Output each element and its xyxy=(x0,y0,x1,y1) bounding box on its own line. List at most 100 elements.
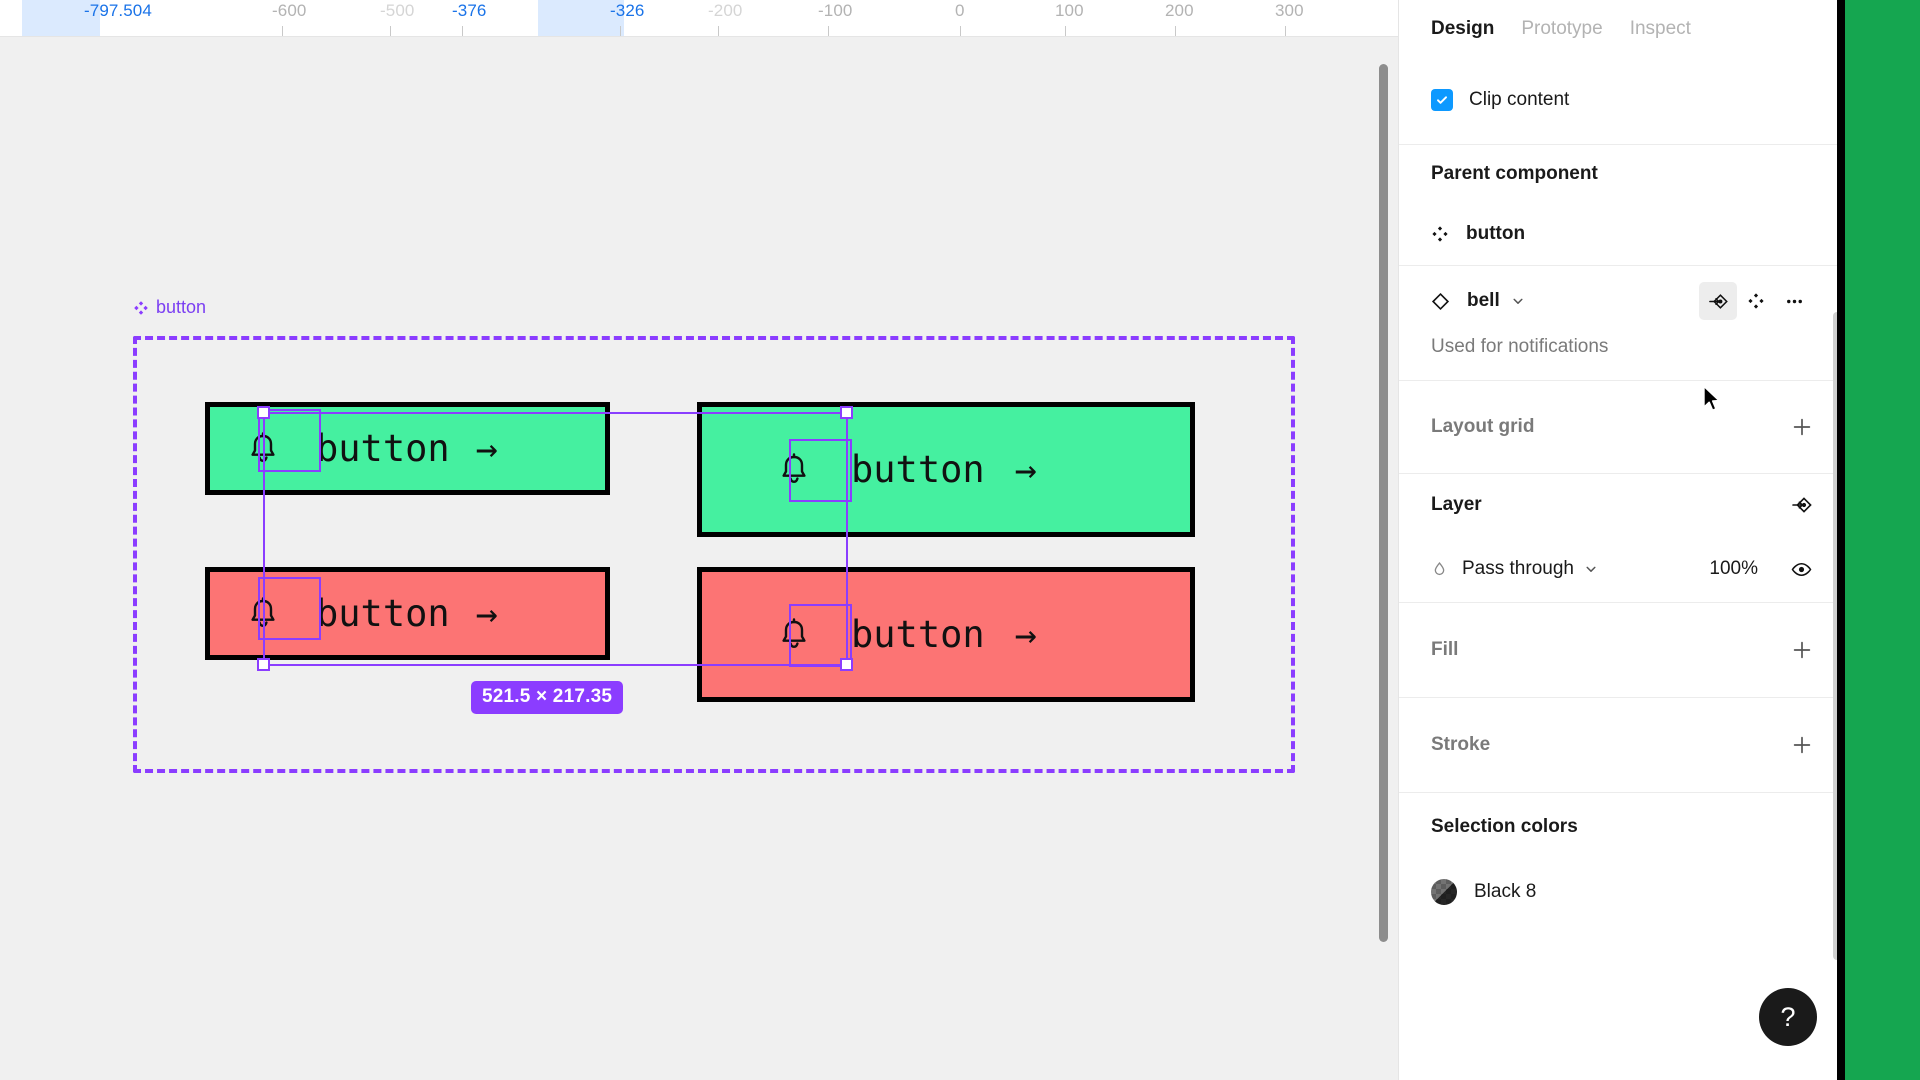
layer-blend-row[interactable]: Pass through 100% xyxy=(1431,536,1813,602)
layer-title: Layer xyxy=(1431,494,1482,515)
parent-component-title: Parent component xyxy=(1431,163,1598,184)
help-button[interactable]: ? xyxy=(1759,988,1817,1046)
layer-opacity-value[interactable]: 100% xyxy=(1709,558,1758,579)
ruler-tick-mark xyxy=(1285,26,1286,36)
ruler-tick-label: 0 xyxy=(955,1,965,20)
layer-title-row: Layer xyxy=(1431,474,1813,536)
ruler-highlight-band xyxy=(22,0,100,36)
panel-tab-bar: Design Prototype Inspect xyxy=(1399,0,1845,56)
window-gutter xyxy=(1837,0,1845,1080)
layout-grid-section: Layout grid xyxy=(1399,381,1845,474)
clip-content-checkbox[interactable] xyxy=(1431,89,1453,111)
component-diamond-icon[interactable] xyxy=(1737,282,1775,320)
ruler-tick-label: -100 xyxy=(818,1,853,20)
clip-content-label: Clip content xyxy=(1469,89,1570,110)
button-label: button xyxy=(316,592,450,635)
background-green-strip xyxy=(1845,0,1920,1080)
arrow-right-icon: → xyxy=(475,592,498,635)
ruler-tick-label: 300 xyxy=(1275,1,1304,20)
layout-grid-title: Layout grid xyxy=(1431,416,1535,437)
blend-mode-icon xyxy=(1431,561,1448,578)
ruler-tick-label: -500 xyxy=(380,1,415,20)
instance-name: bell xyxy=(1467,290,1500,311)
add-fill-button[interactable] xyxy=(1791,639,1813,661)
chevron-down-icon[interactable] xyxy=(1584,562,1598,576)
eye-icon[interactable] xyxy=(1790,558,1813,581)
ruler-tick-mark xyxy=(462,26,463,36)
button-label: button xyxy=(851,448,985,491)
parent-component-title-row: Parent component xyxy=(1431,145,1813,203)
instance-section: bell xyxy=(1399,266,1845,381)
button-instance-green-large[interactable]: button → xyxy=(697,402,1195,537)
bell-icon xyxy=(232,583,294,645)
tab-inspect[interactable]: Inspect xyxy=(1629,17,1691,39)
component-frame-outline[interactable] xyxy=(133,336,1295,773)
ruler-tick-label: 200 xyxy=(1165,1,1194,20)
stroke-section: Stroke xyxy=(1399,698,1845,793)
clip-content-row[interactable]: Clip content xyxy=(1431,56,1813,144)
component-diamond-icon xyxy=(1431,225,1449,243)
selection-color-item[interactable]: Black 8 xyxy=(1431,861,1813,923)
selection-colors-title-row: Selection colors xyxy=(1431,793,1813,861)
stroke-row: Stroke xyxy=(1431,698,1813,792)
button-label-group: button → xyxy=(851,448,1037,491)
swap-instance-icon[interactable] xyxy=(1699,282,1737,320)
ruler-tick-label: 100 xyxy=(1055,1,1084,20)
stroke-title: Stroke xyxy=(1431,734,1491,755)
button-label: button xyxy=(851,613,985,656)
ruler-tick-mark xyxy=(1175,26,1176,36)
selection-dimensions-badge: 521.5 × 217.35 xyxy=(471,681,624,714)
arrow-right-icon: → xyxy=(1014,448,1037,491)
parent-component-name: button xyxy=(1466,223,1526,244)
ruler-tick-mark xyxy=(282,26,283,36)
more-options-icon[interactable] xyxy=(1775,282,1813,320)
button-label-group: button → xyxy=(316,592,498,635)
frame-label-text: button xyxy=(156,297,207,317)
bell-icon xyxy=(763,604,825,666)
fill-title: Fill xyxy=(1431,639,1459,660)
ruler-tick-mark xyxy=(1065,26,1066,36)
button-label-group: button → xyxy=(316,427,498,470)
ruler-tick-label: -326 xyxy=(610,1,645,20)
ruler-tick-label: -376 xyxy=(452,1,487,20)
layout-grid-row: Layout grid xyxy=(1431,381,1813,473)
button-label-group: button → xyxy=(851,613,1037,656)
instance-row[interactable]: bell xyxy=(1431,266,1813,336)
button-instance-green-small[interactable]: button → xyxy=(205,402,610,495)
layer-section: Layer Pass through xyxy=(1399,474,1845,603)
tab-prototype[interactable]: Prototype xyxy=(1521,17,1603,39)
ruler-tick-label: -600 xyxy=(272,1,307,20)
chevron-down-icon[interactable] xyxy=(1511,294,1525,308)
parent-component-row[interactable]: button xyxy=(1431,203,1813,265)
ruler-tick-mark xyxy=(620,26,621,36)
bell-icon xyxy=(232,418,294,480)
instance-diamond-icon xyxy=(1431,292,1450,311)
canvas-vertical-scrollbar[interactable] xyxy=(1379,64,1388,942)
ruler-tick-mark xyxy=(718,26,719,36)
clip-content-section: Clip content xyxy=(1399,56,1845,145)
button-instance-red-small[interactable]: button → xyxy=(205,567,610,660)
canvas-viewport[interactable]: button button → xyxy=(0,37,1398,1080)
add-layout-grid-button[interactable] xyxy=(1791,416,1813,438)
parent-component-section: Parent component button xyxy=(1399,145,1845,266)
arrow-right-icon: → xyxy=(475,427,498,470)
color-swatch[interactable] xyxy=(1431,879,1457,905)
add-stroke-button[interactable] xyxy=(1791,734,1813,756)
frame-label[interactable]: button xyxy=(133,297,206,318)
ruler-tick-mark xyxy=(828,26,829,36)
tab-design[interactable]: Design xyxy=(1431,17,1495,39)
ruler-tick-mark xyxy=(390,26,391,36)
button-label: button xyxy=(316,427,450,470)
button-instance-red-large[interactable]: button → xyxy=(697,567,1195,702)
fill-row: Fill xyxy=(1431,603,1813,697)
ruler-tick-label: -797.504 xyxy=(84,1,152,20)
design-panel: Design Prototype Inspect Clip content Pa… xyxy=(1398,0,1845,1080)
selection-colors-title: Selection colors xyxy=(1431,816,1578,837)
bell-icon xyxy=(763,439,825,501)
ruler-tick-mark xyxy=(960,26,961,36)
ruler-highlight-band xyxy=(538,0,624,36)
swap-instance-icon[interactable] xyxy=(1791,494,1813,516)
color-swatch-label: Black 8 xyxy=(1474,881,1537,902)
